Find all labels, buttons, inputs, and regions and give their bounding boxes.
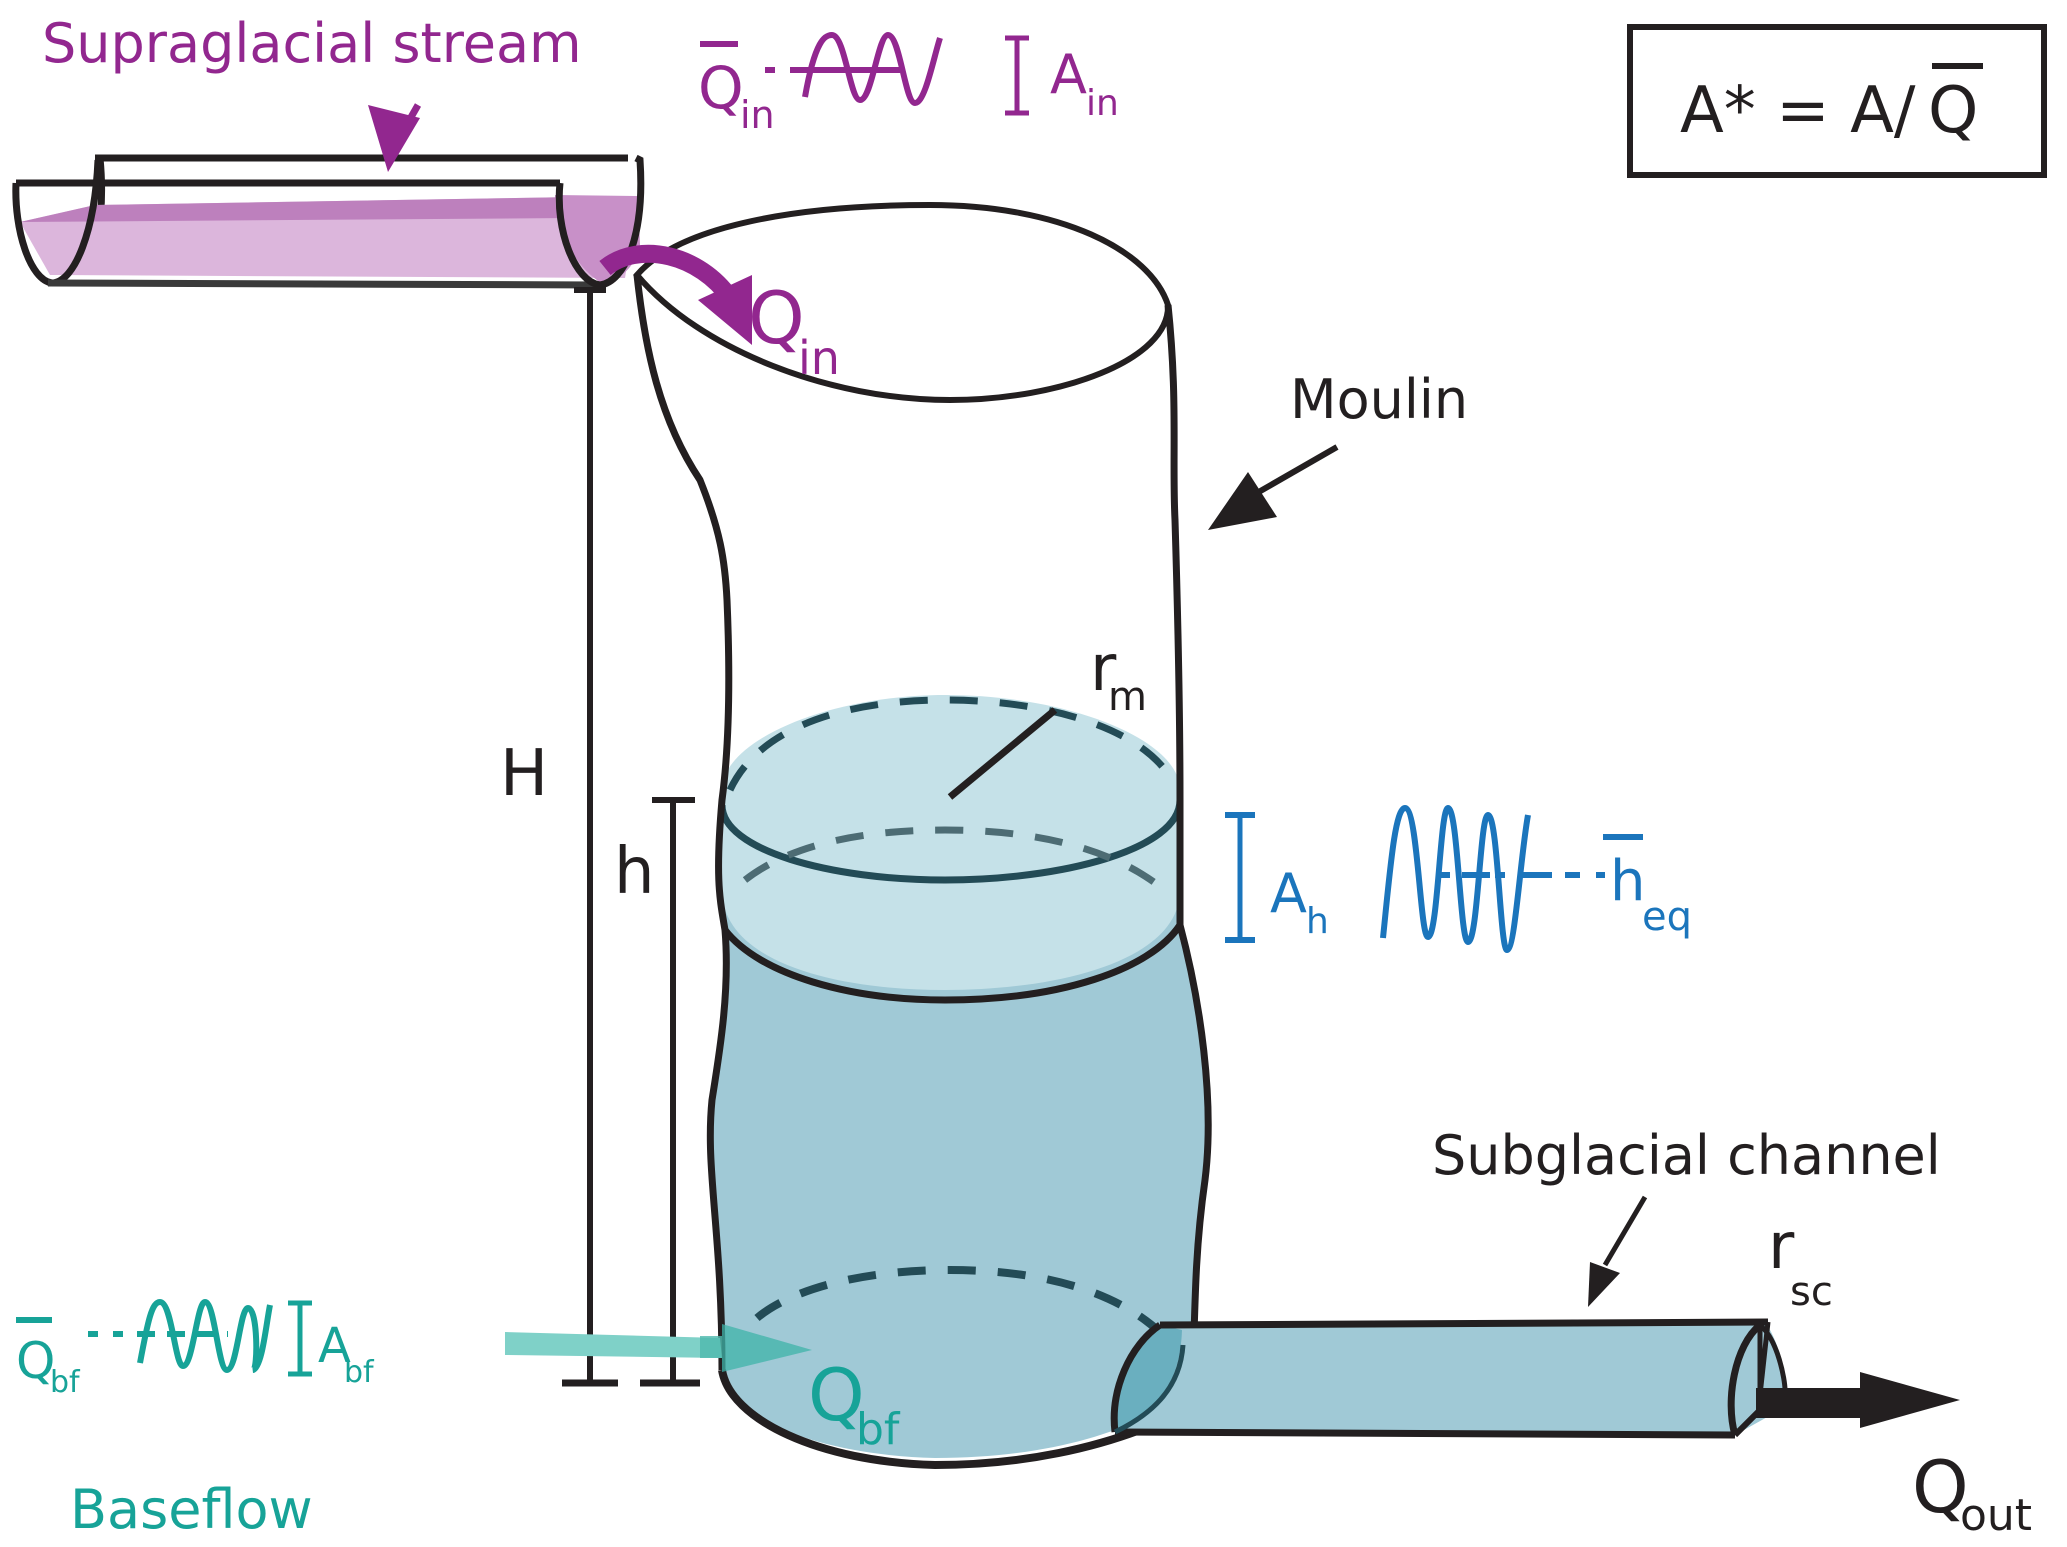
moulin-bottom-back [754,1265,1171,1343]
moulin-radius-line [947,707,1058,800]
baseflow-signal [16,1298,312,1377]
inflow-flux-symbol: Q [748,276,805,360]
baseflow-amplitude-symbol: A [318,1318,351,1374]
moulin [633,201,1212,1470]
baseflow-flux-symbol: Q [808,1353,865,1437]
supraglacial-stream [12,103,645,289]
ice-thickness-label: H [500,737,548,811]
inflow-amplitude-sub: in [1086,83,1119,124]
formula-box: A* = A/ Q [1627,24,2047,178]
water-surface-front [718,799,1184,884]
outflow-sub: out [1960,1490,2032,1541]
baseflow-label: Baseflow [70,1478,313,1541]
head-amplitude-symbol: A [1270,862,1307,925]
head-mean-symbol: h [1610,849,1646,914]
inflow-flux-sub: in [798,331,840,385]
channel-radius-symbol: r [1768,1210,1795,1284]
outflow-arrow [1756,1372,1960,1428]
inflow-arrow [599,244,752,345]
inflow-mean-sub: in [740,93,775,137]
baseflow-arrow [505,1324,812,1372]
channel-radius-sub: sc [1790,1269,1833,1315]
moulin-bottom [718,1369,1142,1470]
baseflow-flux-sub: bf [856,1404,901,1455]
moulin-radius-symbol: r [1090,632,1117,706]
stream-pointer-arrowhead [368,105,420,172]
moulin-water-body [710,900,1209,1458]
formula-lhs: A* = A/ [1680,74,1916,148]
inflow-mean-symbol: Q [698,54,744,122]
moulin-radius-sub: m [1108,674,1147,720]
water-height-label: h [614,835,655,909]
head-mean-sub: eq [1642,894,1692,940]
moulin-left-wall [633,274,733,1371]
inflow-signal: Q in A in [698,31,1119,137]
supraglacial-stream-label: Supraglacial stream [42,12,582,75]
moulin-label: Moulin [1290,368,1468,431]
moulin-water-top [722,695,1180,990]
head-amplitude-sub: h [1306,901,1329,942]
baseflow-mean-sub: bf [50,1365,81,1400]
subglacial-channel [1110,1195,1788,1439]
moulin-right-wall [1164,304,1212,1411]
ice-thickness-bar [562,287,618,1387]
outflow-symbol: Q [1912,1445,1969,1529]
water-height-bar [640,797,700,1387]
baseflow-amplitude-sub: bf [344,1355,375,1390]
formula-q-bar: Q [1928,74,1978,148]
head-wave [1380,804,1531,954]
inflow-amplitude-symbol: A [1050,43,1087,106]
moulin-pointer-arrow [1208,444,1339,530]
subglacial-channel-label: Subglacial channel [1432,1124,1941,1187]
water-surface-back [726,696,1176,792]
baseflow-mean-symbol: Q [16,1332,55,1390]
channel-pointer-arrow [1602,1195,1648,1267]
head-signal [1225,804,1643,954]
baseflow-wave [137,1298,273,1374]
channel-radius-line [1757,1321,1771,1396]
